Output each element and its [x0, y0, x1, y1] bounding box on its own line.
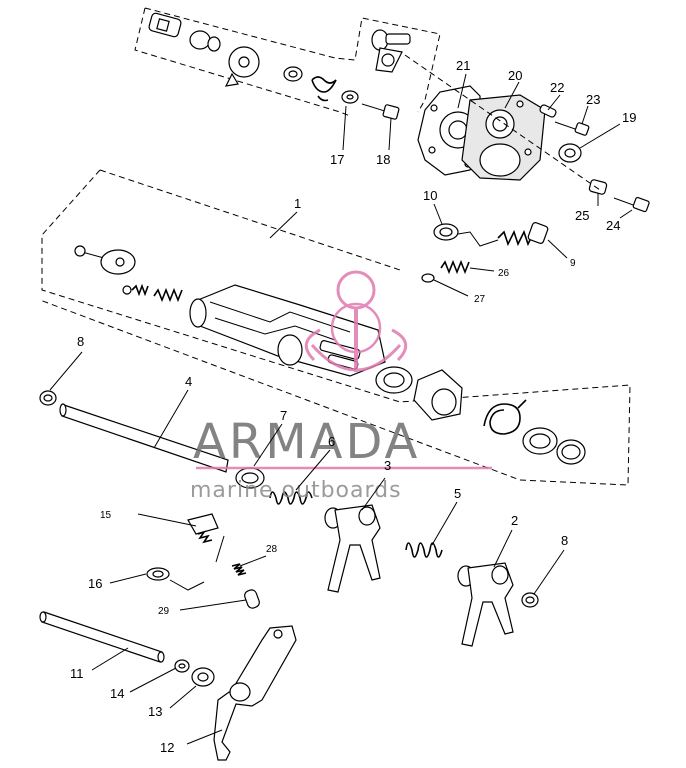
callout-12: 12: [160, 740, 174, 755]
callout-27: 27: [474, 294, 486, 305]
shift-shaft-part: [39, 611, 165, 663]
detent-spring-part: [153, 287, 183, 303]
collar-part: [189, 30, 221, 52]
o-ring-27-part: [421, 273, 435, 283]
washer-13-part: [191, 667, 215, 687]
callout-8-right: 8: [561, 533, 568, 548]
callout-11: 11: [70, 666, 84, 681]
anchor-logo-icon: [304, 270, 408, 372]
callout-13: 13: [148, 704, 162, 719]
callout-19: 19: [622, 110, 636, 125]
callout-6: 6: [328, 434, 335, 449]
drum-circlip-part: [375, 366, 413, 394]
armada-watermark: ARMADA marine outboards: [190, 270, 492, 503]
callout-17: 17: [330, 152, 344, 167]
drum-washer-part: [522, 427, 558, 455]
callout-20: 20: [508, 68, 522, 83]
spring-28-part: [231, 563, 247, 576]
drum-bolt-part: [74, 245, 105, 259]
callout-26: 26: [498, 268, 510, 279]
callout-23: 23: [586, 92, 600, 107]
detent-pin-part: [122, 283, 149, 297]
watermark-tagline-text: marine outboards: [190, 478, 402, 503]
callout-3: 3: [384, 458, 391, 473]
callout-28: 28: [266, 544, 278, 555]
shift-lever-part: [213, 625, 297, 761]
torsion-spring-part: [311, 76, 337, 102]
washer-10-part: [433, 223, 459, 241]
callout-21: 21: [456, 58, 470, 73]
callout-labels: 1 2 3 4 5 6 7 8 8 9 10 11 12 13 14 15 16…: [70, 58, 636, 755]
shift-drum-part: [189, 284, 386, 377]
pin-29-part: [244, 589, 260, 609]
callout-24: 24: [606, 218, 620, 233]
callout-16: 16: [88, 576, 102, 591]
washer-part-top: [283, 66, 303, 82]
shift-cam-segment-part: [413, 369, 463, 421]
bolt-24-part: [613, 196, 650, 213]
callout-29: 29: [158, 606, 170, 617]
shift-fork-2-part: [457, 562, 514, 647]
small-washer-part: [341, 90, 359, 104]
leader-lines: [49, 73, 633, 745]
drum-torsion-spring-part: [483, 399, 527, 435]
fork-spring-5-part: [405, 542, 443, 558]
callout-2: 2: [511, 513, 518, 528]
callout-4: 4: [185, 374, 192, 389]
callout-1: 1: [294, 196, 301, 211]
shift-fork-3-part: [324, 504, 381, 593]
shift-drum-segment-part: [148, 12, 182, 38]
plug-15-part: [187, 513, 219, 544]
neutral-switch-plug-part: [497, 222, 549, 247]
nut-14-part: [174, 659, 190, 673]
watermark-brand-text: ARMADA: [193, 414, 420, 470]
spring-26-part: [440, 259, 470, 275]
fork-spring-6-part: [269, 491, 313, 505]
callout-10: 10: [423, 188, 437, 203]
callout-8-left: 8: [77, 334, 84, 349]
drum-stopper-plate-part: [100, 249, 136, 275]
callout-7: 7: [280, 408, 287, 423]
bolt-18-part: [361, 103, 400, 120]
callout-14: 14: [110, 686, 124, 701]
callout-9: 9: [570, 258, 576, 269]
oil-seal-part: [558, 143, 582, 163]
shift-arm-top-part: [371, 29, 411, 73]
shift-drum-assembly-outline: [39, 169, 631, 486]
washer-8-left-part: [39, 390, 57, 406]
shift-fork-rod-part: [59, 403, 229, 473]
callout-18: 18: [376, 152, 390, 167]
gear-shift-housing-part: [461, 94, 546, 181]
washer-16-part: [146, 567, 170, 581]
collar-7-part: [235, 467, 265, 489]
collar-25-part: [588, 179, 608, 195]
washer-8-right-part: [521, 592, 539, 608]
callout-15: 15: [100, 510, 112, 521]
callout-22: 22: [550, 80, 564, 95]
callout-5: 5: [454, 486, 461, 501]
ratchet-gear-part: [224, 46, 260, 87]
screw-23-part: [554, 121, 590, 136]
drum-circlip-end-part: [556, 439, 586, 465]
callout-25: 25: [575, 208, 589, 223]
